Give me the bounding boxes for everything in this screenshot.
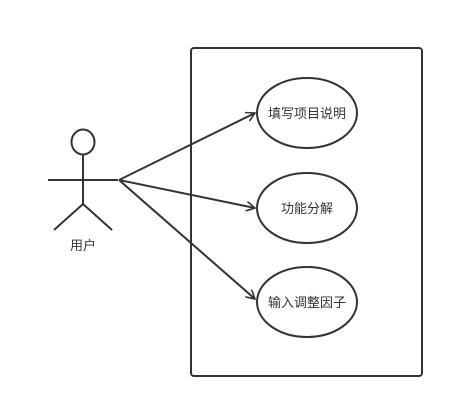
use-case-2-shape (256, 172, 358, 244)
use-case-2-label: 功能分解 (281, 202, 333, 217)
association-arrow-1 (118, 113, 255, 181)
use-case-1: 填写项目说明 (256, 77, 358, 149)
use-case-1-shape (256, 77, 358, 149)
actor-label: 用户 (70, 238, 96, 254)
use-case-3: 输入调整因子 (256, 266, 358, 338)
actor-right-leg (82, 203, 113, 231)
actor-head (70, 128, 96, 156)
use-case-2: 功能分解 (256, 172, 358, 244)
use-case-3-shape (256, 266, 358, 338)
use-case-3-label: 输入调整因子 (268, 295, 346, 311)
association-arrow-2 (118, 179, 255, 208)
system-boundary (190, 47, 423, 377)
actor-left-leg (53, 203, 84, 231)
association-arrow-3 (118, 179, 255, 299)
use-case-1-label: 填写项目说明 (268, 107, 346, 122)
actor-user: 用户 (48, 128, 118, 254)
